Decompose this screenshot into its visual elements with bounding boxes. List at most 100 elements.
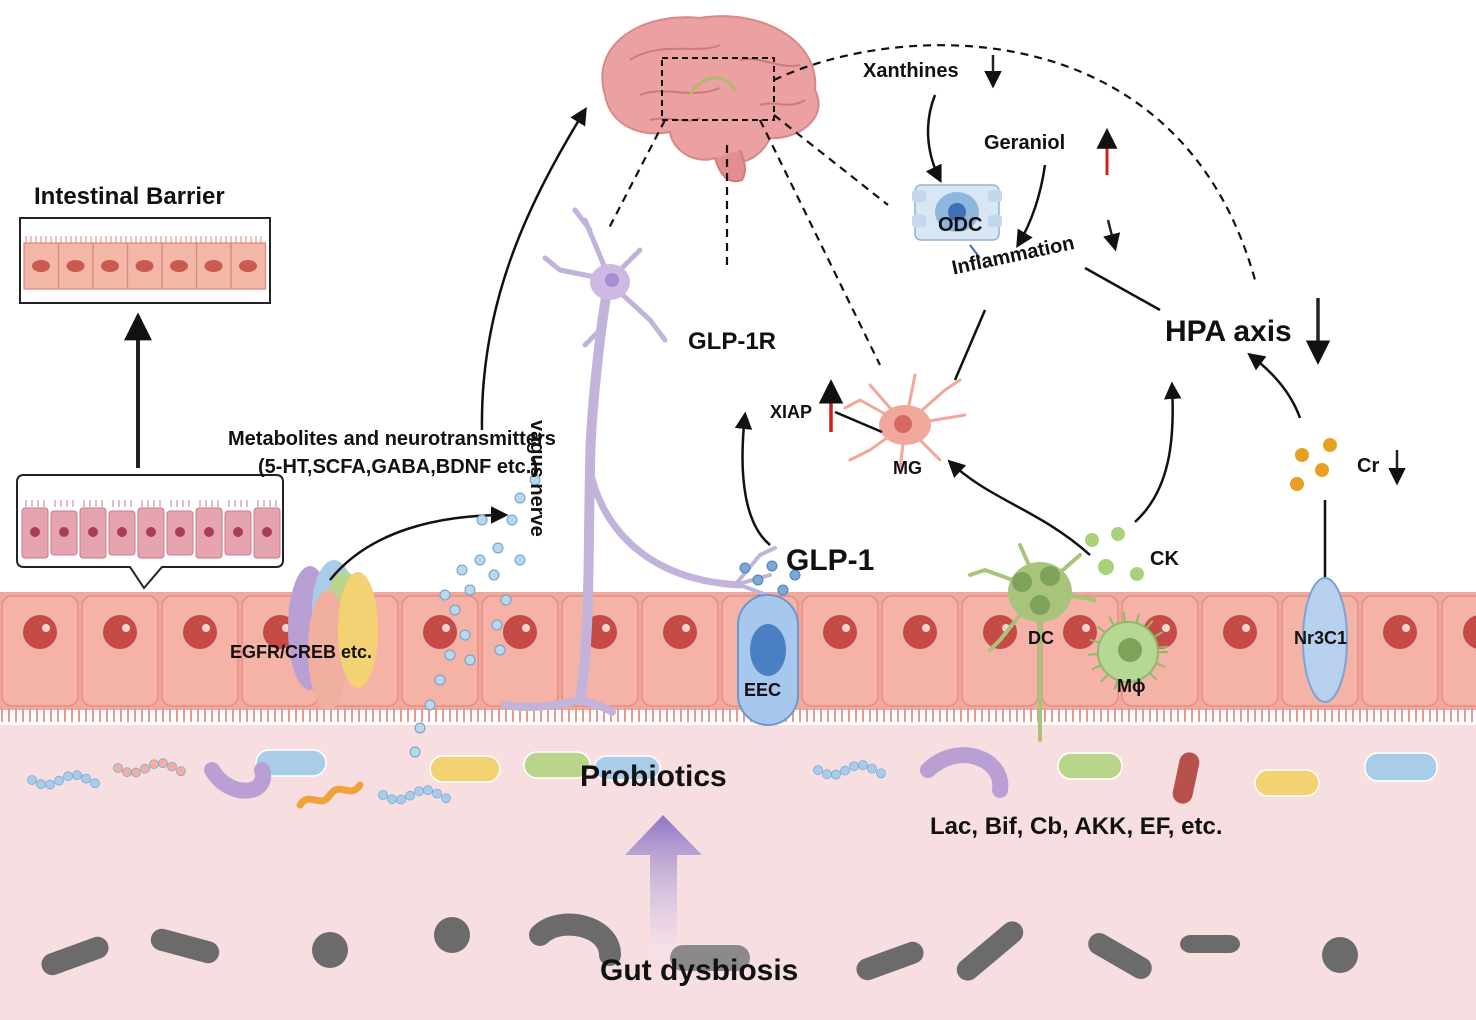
probiotic-chain (45, 779, 55, 790)
inset-nucleus (59, 527, 69, 537)
metabolite-dot (464, 654, 476, 666)
cell-nucleus (183, 615, 217, 649)
barrier-nucleus (66, 260, 85, 272)
probiotic-rod (1364, 752, 1438, 782)
cell-nucleus (1383, 615, 1417, 649)
receptor-icon (288, 560, 378, 710)
epithelial-cell (401, 595, 479, 707)
cell-nucleus (663, 615, 697, 649)
probiotic-chain (432, 788, 442, 799)
cortisol-dots (1290, 438, 1337, 491)
enteroendocrine-cell-icon (737, 594, 799, 726)
metabolite-dot (506, 514, 518, 526)
metabolite-dot (488, 569, 500, 581)
probiotic-flagellated (1172, 752, 1200, 804)
odc-label: ODC (938, 214, 983, 236)
probiotic-rod (523, 751, 591, 779)
strains-label: Lac, Bif, Cb, AKK, EF, etc. (930, 813, 1223, 840)
metabolite-dot (529, 474, 541, 486)
probiotic-chain (387, 794, 397, 805)
epithelium-inset-bubble (16, 474, 284, 590)
geraniol-to-inflammation-arrow (1016, 164, 1047, 249)
dysbiosis-coccus (1322, 937, 1358, 973)
egfr-label: EGFR/CREB etc. (230, 642, 373, 662)
barrier-nucleus (101, 260, 119, 272)
probiotic-chain (840, 765, 850, 776)
probiotic-chain (149, 759, 159, 770)
metabolite-dot (474, 554, 486, 566)
probiotic-chain (822, 769, 832, 780)
epithelial-cell (801, 595, 879, 707)
inset-nucleus (262, 527, 272, 537)
metabolite-dots (409, 474, 801, 758)
brain-icon (601, 15, 820, 183)
probiotic-chain (396, 794, 406, 805)
barrier-nucleus (239, 260, 257, 272)
probiotic-rod (429, 755, 501, 783)
probiotic-bacteria (27, 747, 1438, 809)
nr3c1-label: Nr3C1 (1294, 628, 1348, 648)
metabolites-examples-label: (5-HT,SCFA,GABA,BDNF etc.) (258, 456, 539, 478)
metabolite-dot (464, 584, 476, 596)
epithelial-cell (1, 595, 79, 707)
dysbiosis-coccus (434, 917, 470, 953)
xiap-label: XIAP (770, 402, 813, 422)
epithelial-cell (1361, 595, 1439, 707)
glp1-dot (739, 562, 751, 574)
inset-nucleus (233, 527, 243, 537)
epithelial-cell (641, 595, 719, 707)
epithelial-cell (481, 595, 559, 707)
cell-nucleus (23, 615, 57, 649)
metabolite-dot (459, 629, 471, 641)
oligodendrocyte-icon (912, 184, 1002, 259)
probiotic-chain (441, 793, 451, 804)
metabolite-dot (476, 514, 488, 526)
glp1r-label: GLP-1R (688, 328, 777, 355)
inset-nucleus (146, 527, 156, 537)
probiotic-chain (849, 761, 859, 772)
epithelial-cell (1441, 595, 1476, 707)
metabolite-dot (434, 674, 446, 686)
probiotic-chain (122, 767, 132, 778)
dysbiosis-bacterium (670, 945, 750, 971)
gut-dysbiosis-label: Gut dysbiosis (600, 954, 799, 987)
metabolite-dot (494, 644, 506, 656)
inflammation-mg-link (953, 309, 987, 381)
barrier-nucleus (32, 260, 50, 272)
probiotic-chain (27, 775, 37, 785)
cell-nucleus (983, 615, 1017, 649)
receptor-to-metabolite-arrow (329, 506, 509, 581)
probiotic-chain (858, 760, 868, 771)
metabolite-dot (456, 564, 468, 576)
probiotic-chain (867, 763, 877, 774)
inset-nucleus (204, 527, 214, 537)
metabolite-dot (444, 649, 456, 661)
dysbiosis-bacterium (1180, 935, 1240, 953)
glp1-dot (766, 560, 778, 572)
inflammation-down-arrow (1103, 219, 1121, 252)
nr3c1-receptor (1302, 577, 1348, 703)
probiotic-chain (140, 763, 150, 774)
epithelial-cell (161, 595, 239, 707)
cell-nucleus (423, 615, 457, 649)
dysbiosis-bacterium (956, 921, 1024, 981)
probiotic-chain (63, 771, 73, 782)
mg-label: MG (893, 458, 922, 478)
probiotic-chain (90, 778, 100, 789)
regulation-arrows (818, 55, 1406, 486)
eec-label: EEC (744, 680, 782, 700)
probiotic-chain (113, 763, 123, 773)
metabolite-dot (492, 542, 504, 554)
metabolites-to-brain-arrow (480, 107, 587, 431)
probiotic-rod (1254, 769, 1320, 797)
probiotic-chain (167, 761, 177, 772)
probiotic-chain (831, 769, 841, 780)
dc-label: DC (1028, 628, 1054, 648)
inflammation-hpa-link (1084, 266, 1161, 312)
probiotic-chain (423, 785, 433, 796)
metabolite-dot (514, 554, 526, 566)
probiotic-rod (593, 755, 661, 781)
probiotic-spiral (296, 781, 364, 809)
